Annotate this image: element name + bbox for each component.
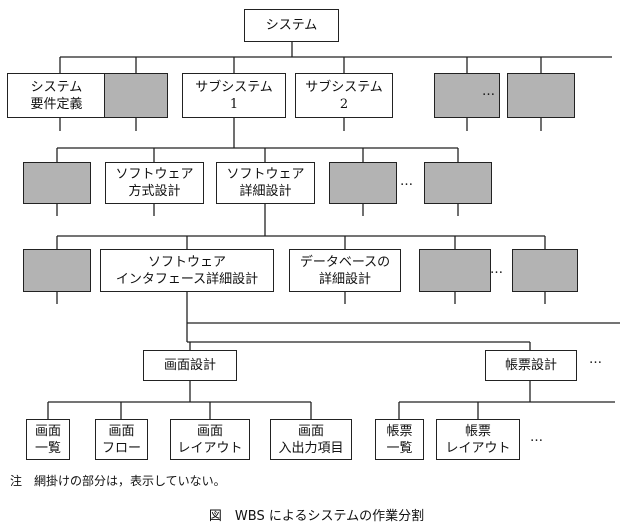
- ellipsis: …: [400, 174, 413, 189]
- wbs-node-hidden: [419, 249, 491, 292]
- wbs-node-screen-flow: 画面 フロー: [95, 419, 148, 460]
- wbs-node-hidden: [507, 73, 575, 118]
- wbs-node-subsystem-2: サブシステム 2: [295, 73, 393, 118]
- wbs-node-software-architecture-design: ソフトウェア 方式設計: [105, 162, 204, 204]
- footnote: 注 網掛けの部分は，表示していない。: [10, 474, 226, 488]
- wbs-node-screen-io-items: 画面 入出力項目: [270, 419, 352, 460]
- ellipsis: …: [589, 352, 602, 367]
- wbs-node-hidden: [512, 249, 578, 292]
- wbs-node-form-design: 帳票設計: [485, 350, 577, 381]
- wbs-node-hidden: [23, 162, 91, 204]
- wbs-node-interface-detail-design: ソフトウェア インタフェース詳細設計: [100, 249, 274, 292]
- wbs-node-hidden: [104, 73, 168, 118]
- wbs-node-hidden: [424, 162, 492, 204]
- wbs-node-database-detail-design: データベースの 詳細設計: [289, 249, 401, 292]
- wbs-node-hidden: [23, 249, 91, 292]
- wbs-node-hidden: [434, 73, 500, 118]
- figure-caption: 図 WBS によるシステムの作業分割: [208, 509, 425, 524]
- wbs-node-screen-layout: 画面 レイアウト: [170, 419, 250, 460]
- wbs-node-screen-design: 画面設計: [143, 350, 237, 381]
- ellipsis: …: [530, 430, 543, 445]
- wbs-root-node: システム: [244, 9, 339, 42]
- wbs-node-system-requirements: システム 要件定義: [7, 73, 106, 118]
- wbs-node-form-list: 帳票 一覧: [375, 419, 424, 460]
- wbs-node-software-detail-design: ソフトウェア 詳細設計: [216, 162, 315, 204]
- wbs-node-form-layout: 帳票 レイアウト: [436, 419, 520, 460]
- ellipsis: …: [482, 84, 495, 99]
- ellipsis: …: [490, 262, 503, 277]
- wbs-node-subsystem-1: サブシステム 1: [182, 73, 286, 118]
- wbs-node-hidden: [329, 162, 397, 204]
- wbs-node-screen-list: 画面 一覧: [26, 419, 70, 460]
